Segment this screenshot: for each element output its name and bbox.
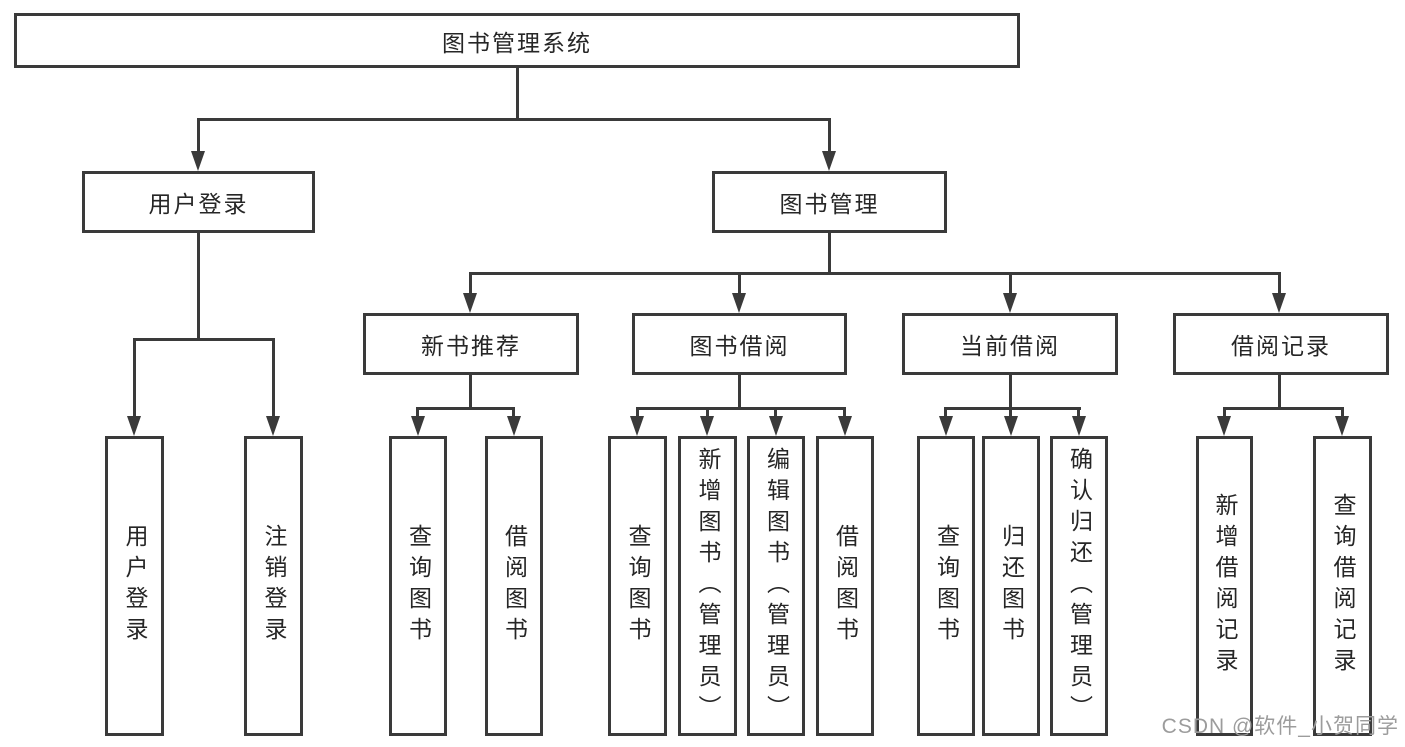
leaf-bb-query-books: 查询图书 (608, 436, 667, 736)
leaf-user-login-label: 用户登录 (122, 524, 148, 648)
connector-line (416, 407, 419, 418)
connector-line (512, 407, 515, 418)
leaf-bb-borrow-books-label: 借阅图书 (832, 524, 859, 648)
arrowhead (732, 293, 746, 313)
leaf-logout: 注销登录 (244, 436, 303, 736)
leaf-bb-edit-books-admin-label: 编辑图书（管理员） (763, 446, 790, 726)
connector-line (1009, 407, 1012, 418)
arrowhead (1003, 293, 1017, 313)
arrowhead (127, 416, 141, 436)
node-book-borrow: 图书借阅 (632, 313, 847, 375)
leaf-cb-return-books-label: 归还图书 (998, 524, 1025, 648)
csdn-watermark: CSDN @软件_小贺同学 (1161, 715, 1399, 738)
connector-line (469, 272, 472, 295)
arrowhead (630, 416, 644, 436)
node-book-management-label: 图书管理 (779, 191, 880, 217)
leaf-bb-query-books-label: 查询图书 (625, 524, 651, 648)
connector-line (1009, 272, 1012, 295)
node-borrow-records-label: 借阅记录 (1231, 333, 1331, 359)
connector-line (843, 407, 846, 418)
node-borrow-records: 借阅记录 (1173, 313, 1389, 375)
connector-line (272, 338, 275, 418)
leaf-cb-confirm-return-admin-label: 确认归还（管理员） (1066, 446, 1093, 726)
leaf-cb-confirm-return-admin: 确认归还（管理员） (1050, 436, 1108, 736)
connector-line (1278, 272, 1281, 295)
arrowhead (1004, 416, 1018, 436)
connector-line (636, 407, 639, 418)
arrowhead (1272, 293, 1286, 313)
connector-line (1341, 407, 1344, 418)
arrowhead (1335, 416, 1349, 436)
node-library-system-label: 图书管理系统 (442, 29, 592, 56)
leaf-user-login: 用户登录 (105, 436, 164, 736)
node-user-login-label: 用户登录 (148, 191, 249, 217)
connector-line (469, 272, 1281, 275)
leaf-br-query-record: 查询借阅记录 (1313, 436, 1372, 736)
leaf-bb-borrow-books: 借阅图书 (816, 436, 874, 736)
connector-line (469, 375, 472, 410)
leaf-cb-query-books-label: 查询图书 (933, 524, 960, 648)
arrowhead (769, 416, 783, 436)
leaf-cb-query-books: 查询图书 (917, 436, 975, 736)
connector-line (828, 118, 831, 153)
connector-line (1223, 407, 1226, 418)
node-current-borrow: 当前借阅 (902, 313, 1118, 375)
leaf-nb-query-books-label: 查询图书 (405, 524, 432, 648)
leaf-bb-add-books-admin-label: 新增图书（管理员） (695, 446, 721, 726)
arrowhead (266, 416, 280, 436)
node-current-borrow-label: 当前借阅 (960, 333, 1060, 359)
leaf-bb-add-books-admin: 新增图书（管理员） (678, 436, 737, 736)
leaf-cb-return-books: 归还图书 (982, 436, 1040, 736)
connector-line (416, 407, 515, 410)
connector-line (516, 68, 519, 121)
leaf-logout-label: 注销登录 (261, 524, 287, 648)
leaf-br-add-record: 新增借阅记录 (1196, 436, 1253, 736)
arrowhead (191, 151, 205, 171)
connector-line (197, 118, 200, 153)
connector-line (944, 407, 1081, 410)
arrowhead (838, 416, 852, 436)
arrowhead (700, 416, 714, 436)
leaf-bb-edit-books-admin: 编辑图书（管理员） (747, 436, 805, 736)
connector-line (133, 338, 136, 418)
node-library-system: 图书管理系统 (14, 13, 1020, 68)
node-new-book-recommend: 新书推荐 (363, 313, 579, 375)
node-user-login: 用户登录 (82, 171, 315, 233)
arrowhead (507, 416, 521, 436)
connector-line (1077, 407, 1080, 418)
connector-line (133, 338, 275, 341)
node-new-book-recommend-label: 新书推荐 (421, 333, 521, 359)
connector-line (197, 118, 831, 121)
leaf-nb-borrow-books-label: 借阅图书 (501, 524, 528, 648)
connector-line (828, 233, 831, 275)
arrowhead (1072, 416, 1086, 436)
arrowhead (939, 416, 953, 436)
leaf-nb-query-books: 查询图书 (389, 436, 447, 736)
node-book-borrow-label: 图书借阅 (689, 333, 790, 359)
connector-line (1278, 375, 1281, 410)
arrowhead (411, 416, 425, 436)
connector-line (1223, 407, 1344, 410)
connector-line (944, 407, 947, 418)
connector-line (738, 272, 741, 295)
leaf-br-add-record-label: 新增借阅记录 (1212, 493, 1238, 679)
connector-line (706, 407, 709, 418)
arrowhead (822, 151, 836, 171)
connector-line (636, 407, 846, 410)
leaf-br-query-record-label: 查询借阅记录 (1330, 493, 1356, 679)
arrowhead (1217, 416, 1231, 436)
arrowhead (463, 293, 477, 313)
leaf-nb-borrow-books: 借阅图书 (485, 436, 543, 736)
connector-line (1009, 375, 1012, 410)
connector-line (197, 233, 200, 341)
node-book-management: 图书管理 (712, 171, 947, 233)
connector-line (774, 407, 777, 418)
connector-line (738, 375, 741, 410)
